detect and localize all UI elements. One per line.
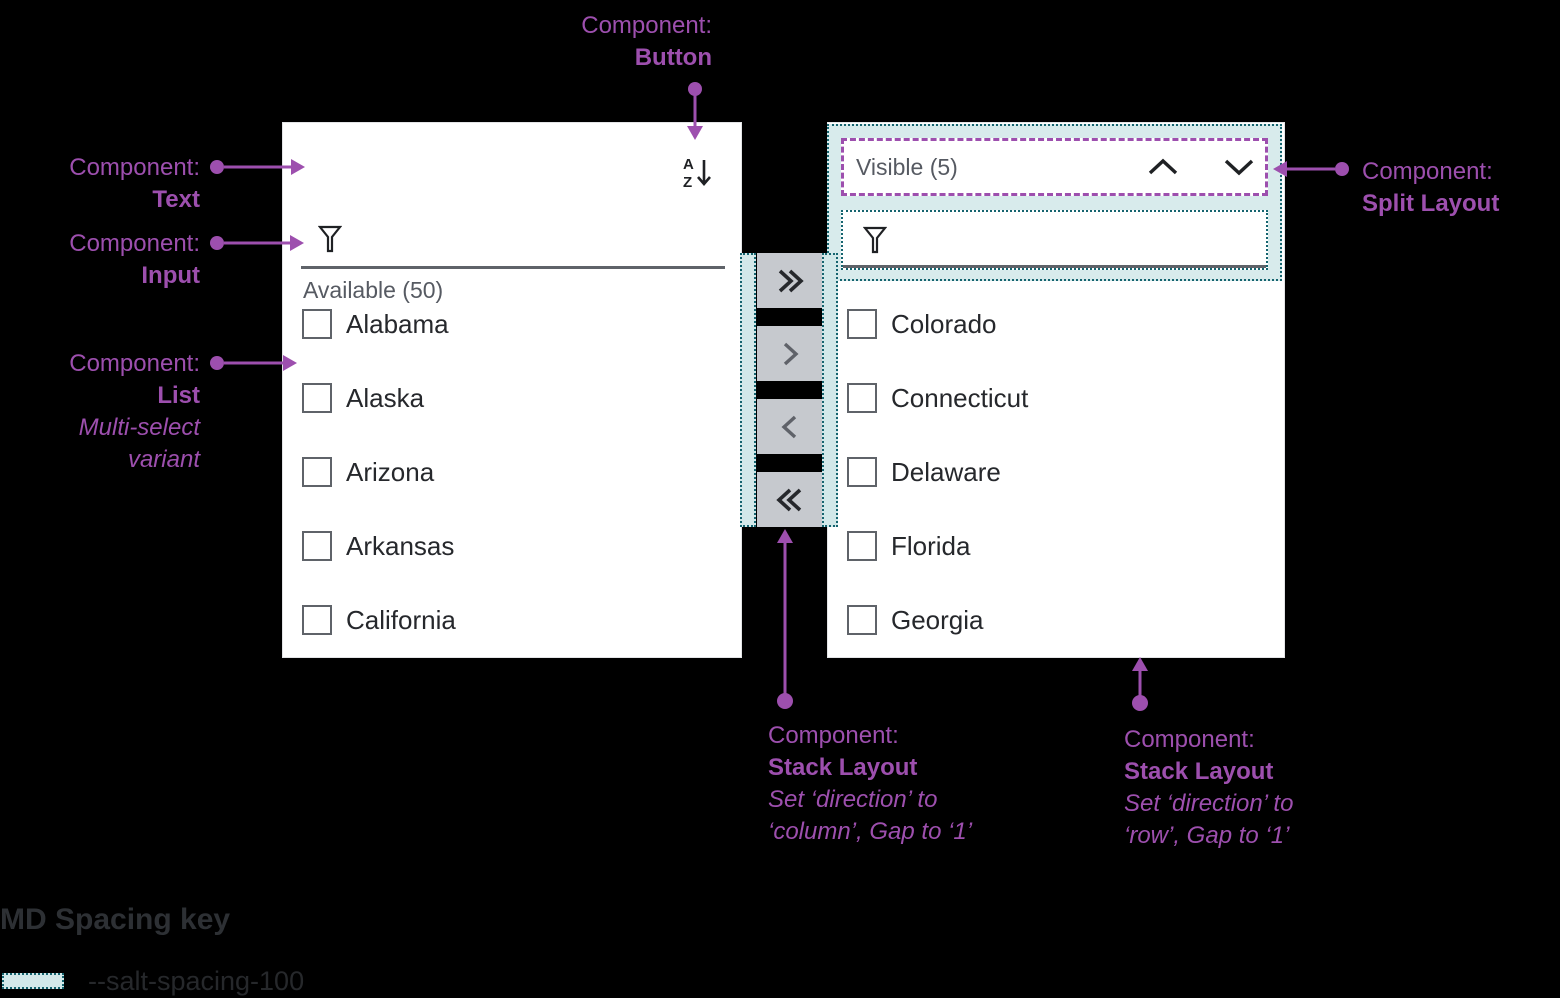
chevron-down-icon bbox=[1224, 159, 1254, 176]
annotation-prefix: Component: bbox=[581, 12, 712, 39]
annotation-text: Component: Text bbox=[69, 152, 200, 216]
annotation-stack-column: Component: Stack Layout Set ‘direction’ … bbox=[768, 720, 972, 848]
annotation-note: ‘column’, Gap to ‘1’ bbox=[768, 818, 973, 845]
stack-spacing-strip-left bbox=[740, 253, 756, 527]
annotation-prefix: Component: bbox=[1124, 726, 1255, 753]
available-panel-title: Available (50) bbox=[303, 277, 444, 303]
annotation-button: Component: Button bbox=[581, 10, 712, 74]
list-item[interactable]: Florida bbox=[847, 529, 970, 563]
filter-underline bbox=[843, 265, 1266, 268]
sort-button[interactable]: A Z bbox=[680, 153, 716, 193]
annotation-stack-row: Component: Stack Layout Set ‘direction’ … bbox=[1124, 724, 1293, 852]
annotation-prefix: Component: bbox=[69, 230, 200, 257]
checkbox[interactable] bbox=[847, 383, 877, 413]
list-item[interactable]: Colorado bbox=[847, 307, 997, 341]
move-all-right-button[interactable] bbox=[757, 253, 822, 308]
annotation-note: Set ‘direction’ to bbox=[1124, 790, 1294, 817]
available-filter-input[interactable] bbox=[301, 213, 725, 269]
double-chevron-right-icon bbox=[778, 269, 804, 292]
visible-filter-input[interactable] bbox=[841, 210, 1268, 270]
annotation-note: Set ‘direction’ to bbox=[768, 786, 938, 813]
list-item-label: Florida bbox=[891, 530, 971, 561]
visible-panel-title: Visible (5) bbox=[856, 153, 958, 180]
list-item-label: Georgia bbox=[891, 604, 984, 635]
double-chevron-left-icon bbox=[775, 488, 801, 511]
spacing-key-title: MD Spacing key bbox=[0, 903, 231, 936]
checkbox[interactable] bbox=[847, 531, 877, 561]
checkbox[interactable] bbox=[302, 457, 332, 487]
annotation-prefix: Component: bbox=[1362, 158, 1493, 185]
available-panel: Available (50) A Z Alabama Alaska Arizon… bbox=[282, 122, 742, 658]
spacing-key-token: --salt-spacing-100 bbox=[88, 966, 305, 996]
annotation-input: Component: Input bbox=[69, 228, 200, 292]
annotation-prefix: Component: bbox=[69, 154, 200, 181]
spacing-key-swatch bbox=[2, 973, 64, 989]
stack-column-connector bbox=[777, 529, 793, 709]
list-item-label: Alaska bbox=[346, 382, 425, 413]
list-item-label: California bbox=[346, 604, 456, 635]
list-item[interactable]: Arizona bbox=[302, 455, 434, 489]
list-item-label: Arizona bbox=[346, 456, 435, 487]
visible-panel-header: Visible (5) bbox=[841, 138, 1268, 196]
list-item-label: Alabama bbox=[346, 308, 449, 339]
checkbox[interactable] bbox=[847, 605, 877, 635]
list-item[interactable]: Arkansas bbox=[302, 529, 454, 563]
list-item-label: Connecticut bbox=[891, 382, 1029, 413]
checkbox[interactable] bbox=[302, 531, 332, 561]
annotation-name: Stack Layout bbox=[1124, 758, 1274, 785]
annotation-name: Input bbox=[141, 262, 200, 289]
list-item[interactable]: Alabama bbox=[302, 307, 449, 341]
annotation-name: List bbox=[157, 382, 200, 409]
annotation-name: Text bbox=[152, 186, 200, 213]
list-item-label: Arkansas bbox=[346, 530, 455, 561]
list-item[interactable]: Delaware bbox=[847, 455, 1001, 489]
annotation-note: Multi-select bbox=[78, 414, 200, 441]
sort-az-icon: A Z bbox=[683, 156, 711, 191]
svg-text:Z: Z bbox=[683, 174, 692, 191]
list-item[interactable]: Georgia bbox=[847, 603, 984, 637]
annotation-prefix: Component: bbox=[768, 722, 899, 749]
annotation-prefix: Component: bbox=[69, 350, 200, 377]
stack-row-connector bbox=[1132, 657, 1148, 711]
chevron-right-icon bbox=[783, 342, 799, 365]
annotation-split-layout: Component: Split Layout bbox=[1362, 156, 1499, 220]
chevron-up-icon bbox=[1148, 158, 1178, 175]
move-down-button[interactable] bbox=[1221, 155, 1257, 179]
checkbox[interactable] bbox=[302, 605, 332, 635]
list-item[interactable]: Alaska bbox=[302, 381, 424, 415]
move-left-button[interactable] bbox=[757, 399, 822, 454]
checkbox[interactable] bbox=[847, 457, 877, 487]
list-item[interactable]: California bbox=[302, 603, 456, 637]
svg-text:A: A bbox=[683, 156, 694, 173]
list-item[interactable]: Connecticut bbox=[847, 381, 1028, 415]
annotation-name: Split Layout bbox=[1362, 190, 1500, 217]
annotation-list: Component: List Multi-select variant bbox=[69, 348, 200, 476]
annotation-note: variant bbox=[127, 446, 200, 473]
annotation-name: Stack Layout bbox=[768, 754, 918, 781]
stack-spacing-strip-right bbox=[822, 253, 838, 527]
list-item-label: Delaware bbox=[891, 456, 1001, 487]
filter-icon bbox=[863, 226, 887, 254]
chevron-left-icon bbox=[780, 415, 796, 438]
move-all-left-button[interactable] bbox=[757, 472, 822, 527]
annotation-name: Button bbox=[634, 44, 712, 71]
filter-icon bbox=[318, 225, 342, 253]
list-item-label: Colorado bbox=[891, 308, 997, 339]
move-right-button[interactable] bbox=[757, 326, 822, 381]
checkbox[interactable] bbox=[302, 309, 332, 339]
checkbox[interactable] bbox=[302, 383, 332, 413]
filter-underline bbox=[301, 266, 725, 269]
checkbox[interactable] bbox=[847, 309, 877, 339]
move-up-button[interactable] bbox=[1145, 155, 1181, 179]
annotation-note: ‘row’, Gap to ‘1’ bbox=[1124, 822, 1290, 849]
